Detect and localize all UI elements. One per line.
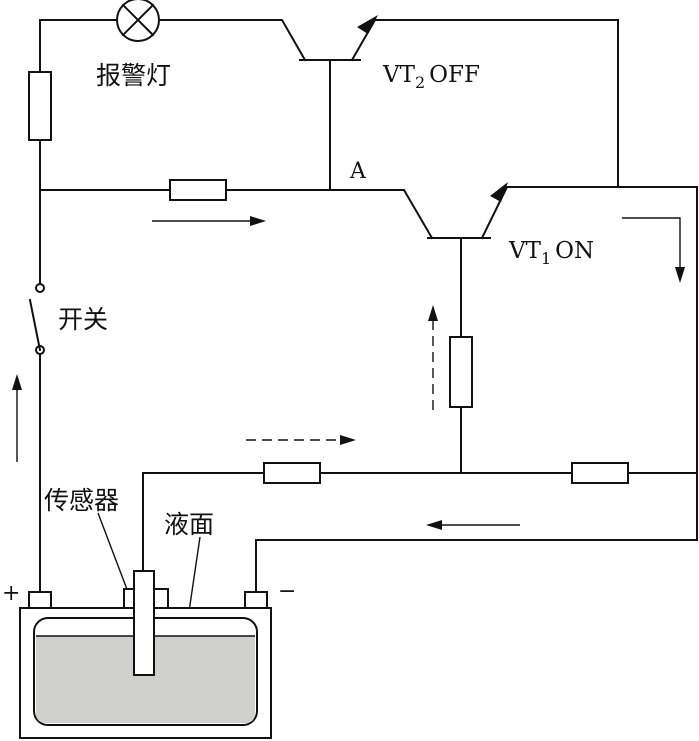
switch-contact-top bbox=[35, 283, 45, 293]
vt1-emitter-arrow bbox=[490, 182, 508, 202]
liquid-fill bbox=[36, 636, 255, 723]
lamp: 报警灯 bbox=[96, 0, 171, 90]
wire-bottom-return bbox=[255, 539, 698, 593]
sensor-leader-line bbox=[97, 512, 129, 593]
arrow-right-down-line bbox=[622, 217, 681, 270]
switch-label: 开关 bbox=[58, 305, 108, 334]
sensor-label: 传感器 bbox=[44, 486, 119, 515]
arrow-bottom-left-head bbox=[426, 520, 442, 530]
battery-terminal-plus bbox=[28, 591, 52, 609]
vt1-name: VT bbox=[508, 238, 542, 264]
battery-minus-label: − bbox=[278, 579, 296, 604]
battery-plus-label: + bbox=[2, 581, 20, 606]
arrow-dashed-right-head bbox=[340, 435, 356, 445]
wires bbox=[39, 19, 698, 593]
arrow-right-down-head bbox=[675, 267, 685, 283]
resistor-low-right bbox=[571, 462, 629, 484]
arrow-dashed-up-head bbox=[428, 305, 438, 321]
arrow-left-up-head bbox=[12, 374, 22, 390]
sensor-probe bbox=[133, 570, 155, 676]
resistor-base-vertical bbox=[449, 336, 473, 408]
battery: + − bbox=[2, 570, 296, 739]
wire-top-right bbox=[158, 19, 307, 62]
vt1-emitter bbox=[480, 186, 698, 541]
liquid-label: 液面 bbox=[164, 510, 214, 539]
switch: 开关 bbox=[28, 283, 108, 355]
vt1-subscript: 1 bbox=[541, 249, 551, 268]
vt2-emitter bbox=[350, 19, 619, 186]
vt2-emitter-arrow bbox=[357, 15, 378, 34]
resistor-low-left bbox=[263, 462, 321, 484]
open-switch-icon bbox=[28, 298, 42, 352]
vt1-state: ON bbox=[555, 238, 594, 264]
wire-low-left bbox=[142, 472, 265, 579]
lamp-label: 报警灯 bbox=[96, 61, 171, 90]
vt2-name: VT bbox=[382, 62, 416, 88]
resistor-mid-horizontal bbox=[169, 179, 227, 201]
resistor-left-vertical bbox=[28, 71, 52, 141]
current-arrows bbox=[12, 216, 685, 530]
wire-mid-right bbox=[225, 189, 434, 240]
vt2-state: OFF bbox=[429, 62, 480, 88]
lamp-cross bbox=[121, 3, 155, 37]
battery-terminal-minus bbox=[244, 591, 268, 609]
vt2-subscript: 2 bbox=[415, 73, 425, 92]
node-a-label: A bbox=[349, 159, 367, 184]
arrow-mid-right-head bbox=[250, 216, 266, 226]
